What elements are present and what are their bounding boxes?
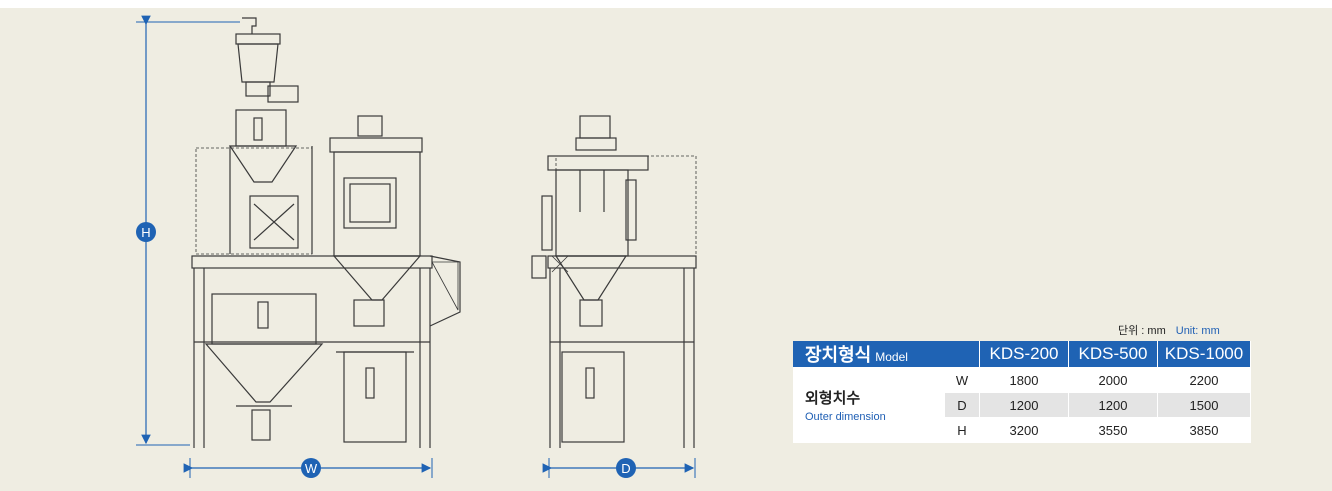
cell-h-2: 3550 bbox=[1068, 417, 1158, 443]
row-key-w: W bbox=[944, 367, 981, 393]
depth-badge bbox=[616, 458, 636, 478]
cell-w-2: 2000 bbox=[1068, 367, 1158, 393]
row-key-d: D bbox=[944, 392, 981, 418]
unit-label-ko: 단위 : mm bbox=[1118, 325, 1166, 337]
table-row: D 1200 1200 1500 bbox=[793, 392, 1251, 418]
unit-label-en: Unit: mm bbox=[1175, 325, 1220, 337]
depth-dimension: D bbox=[542, 458, 696, 478]
cell-w-1: 1800 bbox=[979, 367, 1069, 393]
dimension-header: 외형치수 Outer dimension bbox=[793, 367, 945, 443]
height-badge bbox=[136, 222, 156, 242]
cell-h-1: 3200 bbox=[979, 417, 1069, 443]
top-margin bbox=[0, 0, 1332, 8]
cell-h-3: 3850 bbox=[1157, 417, 1251, 443]
height-dimension: H bbox=[136, 15, 240, 446]
dimension-label-en: Outer dimension bbox=[805, 411, 886, 423]
cell-d-1: 1200 bbox=[979, 392, 1069, 418]
cell-d-2: 1200 bbox=[1068, 392, 1158, 418]
front-view-machine bbox=[191, 17, 461, 448]
unit-note: 단위 : mm Unit: mm bbox=[1118, 322, 1220, 338]
model-label-en: Model bbox=[875, 350, 908, 364]
height-label: H bbox=[141, 225, 150, 240]
cell-d-3: 1500 bbox=[1157, 392, 1251, 418]
model-col-3: KDS-1000 bbox=[1157, 341, 1251, 368]
model-col-1: KDS-200 bbox=[979, 341, 1069, 368]
model-col-2: KDS-500 bbox=[1068, 341, 1158, 368]
table-row: H 3200 3550 3850 bbox=[793, 417, 1251, 443]
table-row: 외형치수 Outer dimension W 1800 2000 2200 bbox=[793, 367, 1251, 443]
width-dimension: W bbox=[183, 458, 433, 478]
width-badge bbox=[301, 458, 321, 478]
model-label-ko: 장치형식 bbox=[805, 345, 872, 365]
cell-w-3: 2200 bbox=[1157, 367, 1251, 393]
depth-label: D bbox=[621, 461, 630, 476]
row-key-h: H bbox=[944, 417, 981, 443]
dimension-label-ko: 외형치수 bbox=[805, 390, 861, 407]
side-view-machine bbox=[531, 115, 697, 448]
width-label: W bbox=[305, 461, 318, 476]
